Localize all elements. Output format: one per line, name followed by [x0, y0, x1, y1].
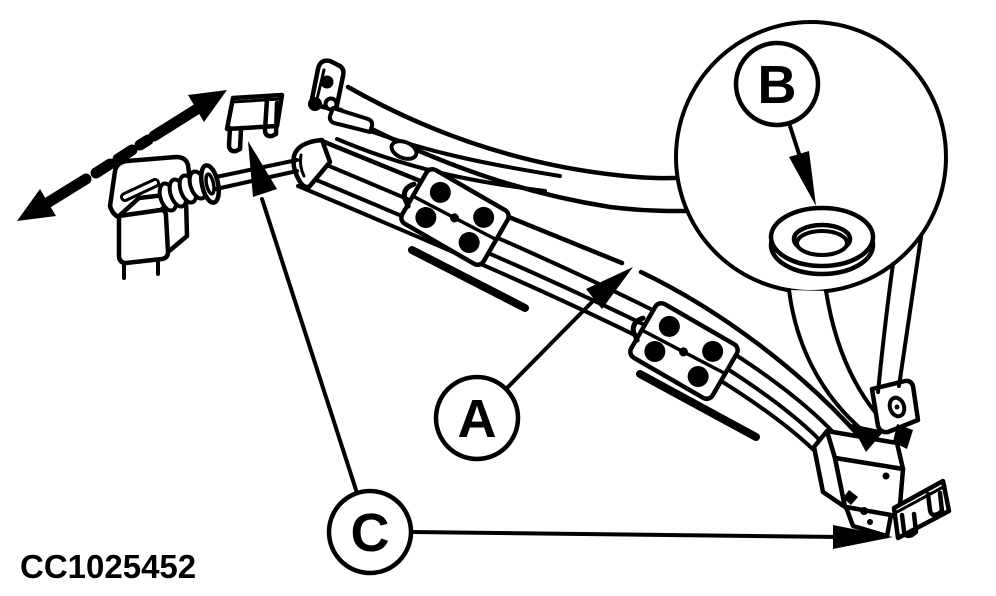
- plate-front-mount-band: [408, 246, 529, 312]
- leader-arrow-c-right: [410, 525, 893, 549]
- leader-arrow-b: [787, 121, 816, 206]
- callout-b-label: B: [758, 55, 797, 115]
- callout-a-group: A: [433, 267, 633, 462]
- balloon-pointer-arrowhead: [851, 424, 884, 452]
- callout-c-group: C: [248, 141, 893, 576]
- retainer-clip-right: [891, 478, 952, 541]
- mounting-plate-rear: [628, 300, 740, 402]
- mounting-plate-front: [399, 166, 511, 268]
- tube-left-bracket: [308, 58, 375, 134]
- balloon-neck: [789, 290, 875, 429]
- slide-direction-arrow: [17, 90, 227, 221]
- upper-support-tube: [335, 84, 692, 214]
- leader-arrow-c-up: [248, 141, 359, 495]
- plate-rear-mount-band: [636, 370, 760, 441]
- detail-balloon: B: [674, 20, 948, 452]
- latch-box-front: [116, 207, 171, 266]
- callout-b: [733, 40, 821, 128]
- tube-strap-loop: [389, 139, 419, 161]
- callout-c: [326, 488, 414, 576]
- end-bracket-right: [811, 378, 921, 539]
- grommet-washer: [768, 205, 876, 277]
- leader-arrow-a: [504, 267, 633, 391]
- bracket-pin: [320, 75, 334, 89]
- retainer-clip-left: [224, 92, 285, 154]
- figure-code: CC1025452: [20, 548, 196, 585]
- callout-a: [433, 374, 521, 462]
- callout-a-label: A: [458, 389, 497, 449]
- callout-c-label: C: [351, 503, 390, 563]
